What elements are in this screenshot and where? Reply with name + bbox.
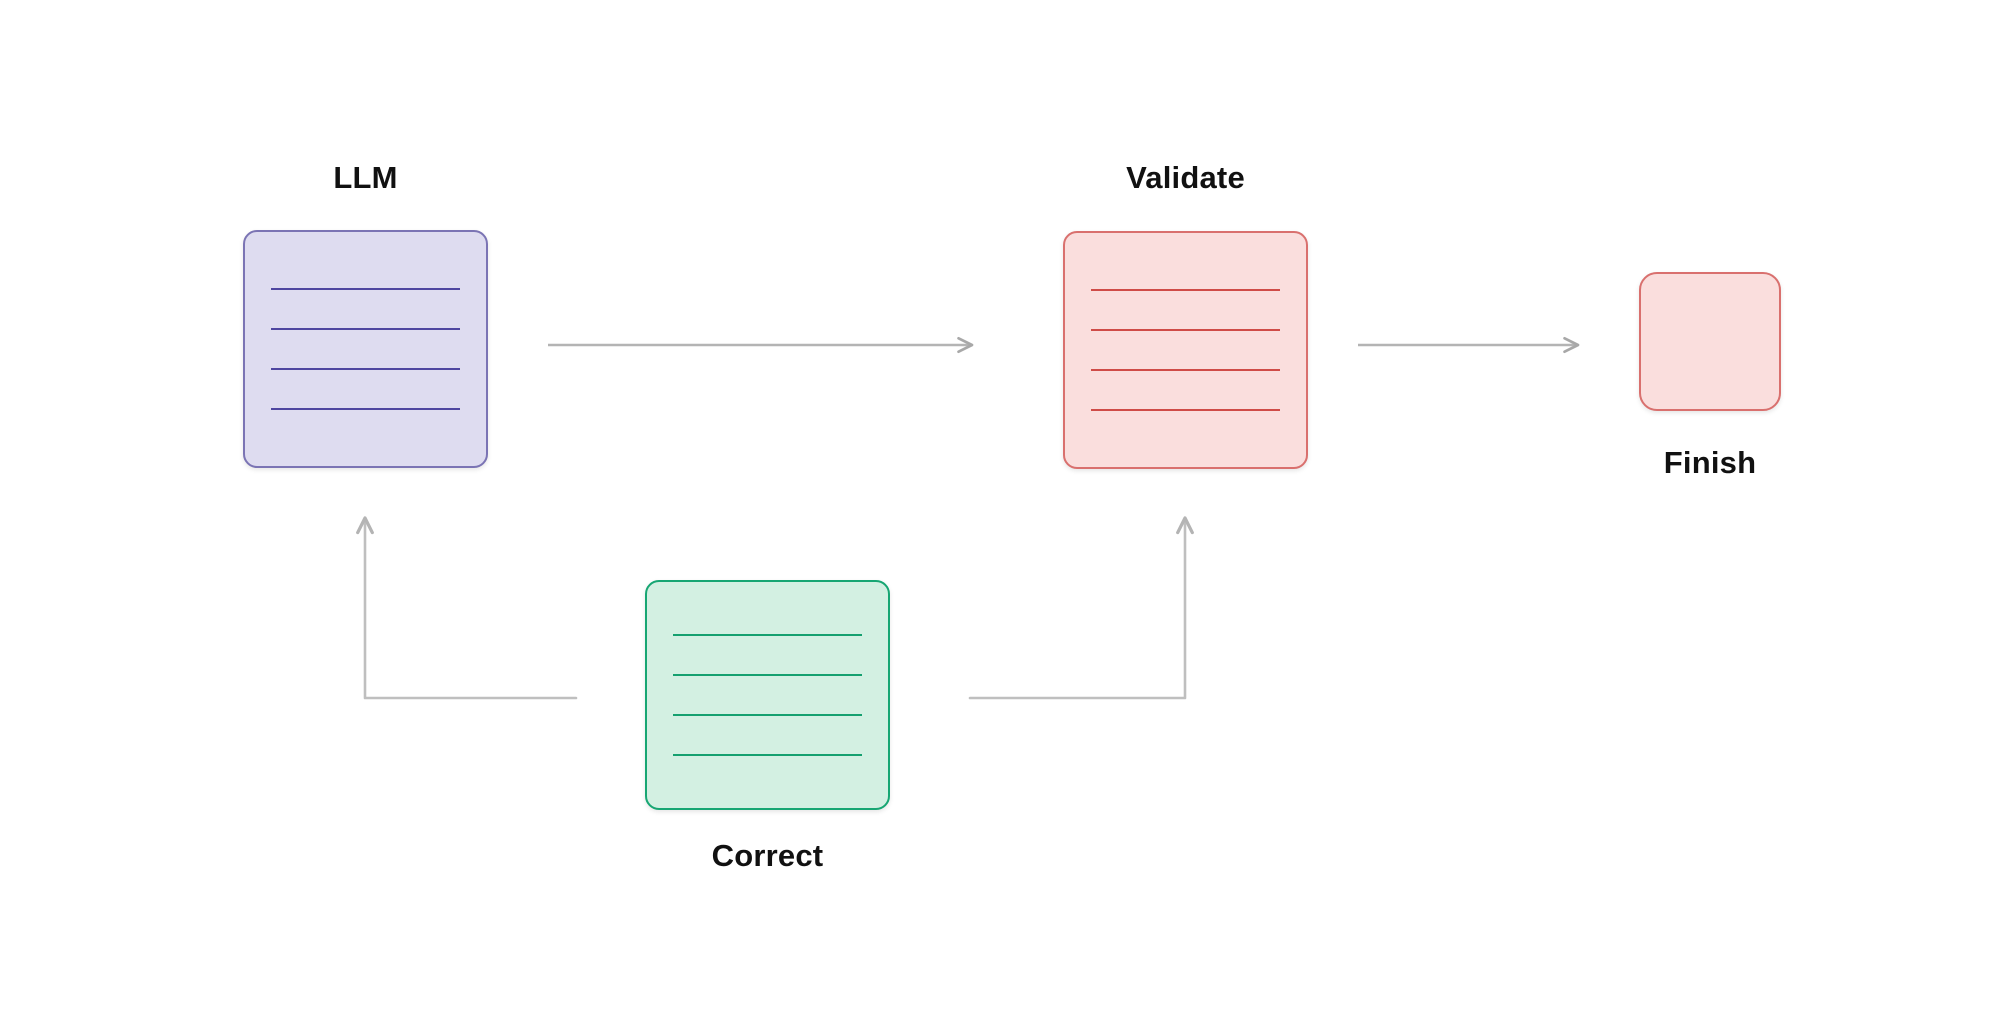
- node-llm-content-lines: [245, 232, 486, 466]
- node-llm-label: LLM: [333, 160, 398, 195]
- node-llm-line-3: [271, 368, 460, 370]
- node-correct-line-4: [673, 754, 862, 756]
- node-validate-content-lines: [1065, 233, 1306, 467]
- node-finish[interactable]: [1639, 272, 1781, 411]
- edge-correct-to-llm: [356, 516, 578, 700]
- node-correct-label: Correct: [711, 838, 824, 873]
- node-validate-line-1: [1091, 289, 1280, 291]
- node-correct-line-1: [673, 634, 862, 636]
- node-correct[interactable]: [645, 580, 890, 810]
- node-llm-line-4: [271, 408, 460, 410]
- node-llm[interactable]: [243, 230, 488, 468]
- node-validate[interactable]: [1063, 231, 1308, 469]
- node-llm-line-2: [271, 328, 460, 330]
- node-correct-line-2: [673, 674, 862, 676]
- node-correct-content-lines: [647, 582, 888, 808]
- node-finish-label: Finish: [1663, 445, 1757, 480]
- node-validate-line-4: [1091, 409, 1280, 411]
- node-validate-line-3: [1091, 369, 1280, 371]
- node-llm-line-1: [271, 288, 460, 290]
- node-validate-line-2: [1091, 329, 1280, 331]
- node-validate-label: Validate: [1126, 160, 1245, 195]
- node-correct-line-3: [673, 714, 862, 716]
- edge-validate-to-correct: [968, 516, 1194, 700]
